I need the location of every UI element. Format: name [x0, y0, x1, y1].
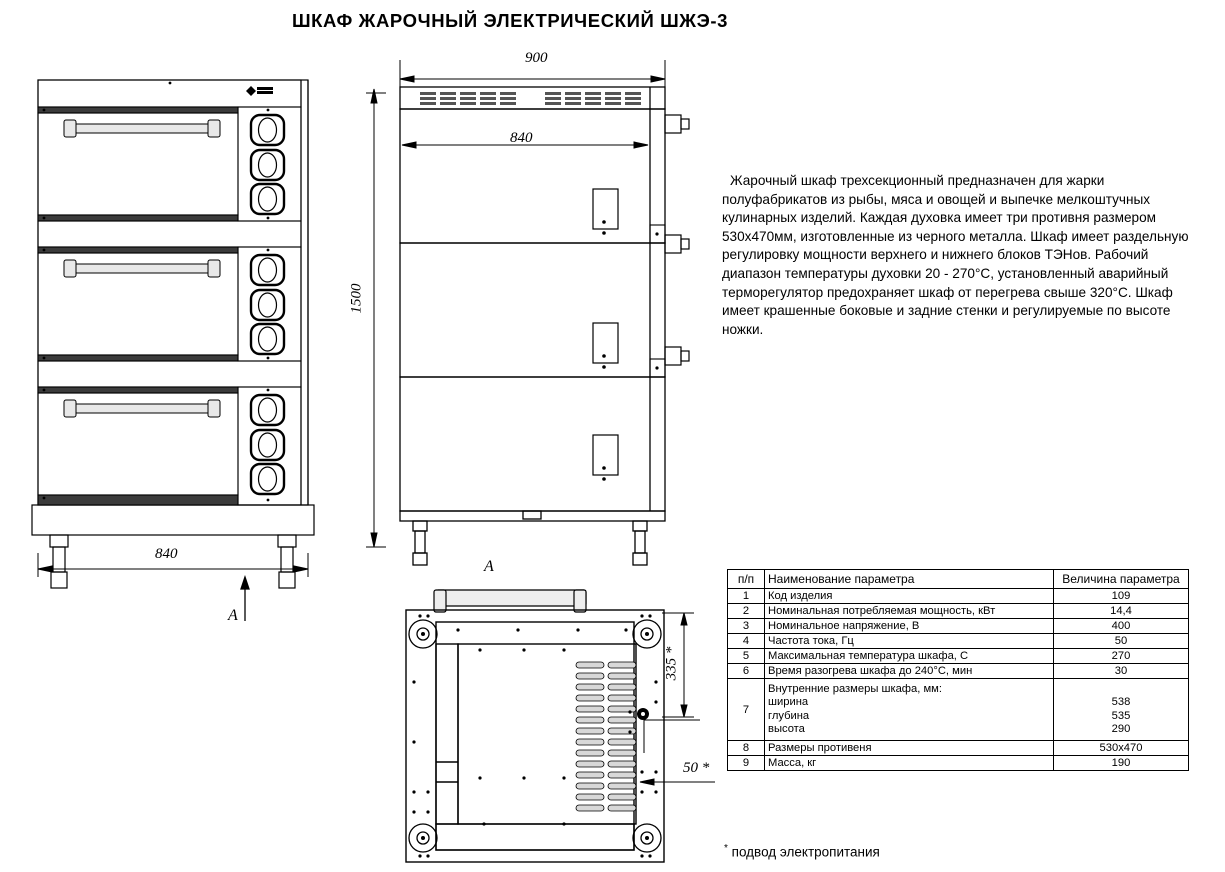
rear-bracket-group	[664, 114, 690, 366]
dim-label-840-front: 840	[510, 130, 533, 146]
table-row: 5 Максимальная температура шкафа, С 270	[727, 648, 1189, 664]
row-value: 538 535 290	[1053, 678, 1189, 741]
row-name: Код изделия	[764, 588, 1054, 604]
row-name: Внутренние размеры шкафа, мм: ширина глу…	[764, 678, 1054, 741]
dim-label-1500: 1500	[348, 283, 365, 314]
section-label-a-left: A	[228, 607, 238, 624]
power-entry-leader	[643, 719, 700, 753]
row-value: 530х470	[1053, 740, 1189, 756]
oven-door-handle-group	[63, 119, 221, 418]
row-num: 7	[727, 678, 765, 741]
row-name: Масса, кг	[764, 755, 1054, 771]
row-name: Частота тока, Гц	[764, 633, 1054, 649]
row-num: 1	[727, 588, 765, 604]
left-view-width-dim	[37, 553, 309, 577]
section-label-a-plan: A	[484, 558, 494, 575]
row-num: 6	[727, 663, 765, 679]
access-panel-group	[592, 188, 619, 476]
dim-label-50: 50 *	[683, 760, 710, 776]
dim-label-840-left: 840	[155, 546, 178, 562]
row-value: 14,4	[1053, 603, 1189, 619]
brand-logo-icon	[246, 86, 273, 96]
row-name: Максимальная температура шкафа, С	[764, 648, 1054, 664]
table-header-value: Величина параметра	[1053, 569, 1189, 589]
dim-900-line	[399, 60, 666, 88]
mounting-hole-group	[412, 614, 658, 858]
row-value: 270	[1053, 648, 1189, 664]
dim-label-335: 335 *	[663, 646, 680, 681]
footnote: * подвод электропитания	[724, 843, 880, 860]
dim-335-line	[662, 612, 694, 718]
row-value: 50	[1053, 633, 1189, 649]
table-row: 9 Масса, кг 190	[727, 755, 1189, 771]
dim-1500-line	[370, 88, 378, 548]
table-header-row: п/п Наименование параметра Величина пара…	[727, 569, 1189, 589]
row-num: 2	[727, 603, 765, 619]
row-value: 30	[1053, 663, 1189, 679]
row-num: 4	[727, 633, 765, 649]
row-name: Время разогрева шкафа до 240°C, мин	[764, 663, 1054, 679]
footnote-star: *	[724, 843, 728, 854]
plan-vent-slot-group	[575, 661, 637, 812]
page-title: ШКАФ ЖАРОЧНЫЙ ЭЛЕКТРИЧЕСКИЙ ШЖЭ-3	[291, 10, 729, 31]
table-row: 6 Время разогрева шкафа до 240°C, мин 30	[727, 663, 1189, 679]
row-name: Номинальная потребляемая мощность, кВт	[764, 603, 1054, 619]
footnote-text: подвод электропитания	[727, 844, 880, 860]
row-num: 9	[727, 755, 765, 771]
table-row: 1 Код изделия 109	[727, 588, 1189, 604]
row-name: Номинальное напряжение, В	[764, 618, 1054, 634]
power-entry-point	[637, 708, 649, 720]
dim-label-900: 900	[525, 50, 548, 66]
specification-table: п/п Наименование параметра Величина пара…	[727, 569, 1189, 771]
row-name: Размеры противеня	[764, 740, 1054, 756]
table-row-internal-dims: 7 Внутренние размеры шкафа, мм: ширина г…	[727, 678, 1189, 741]
row-value: 400	[1053, 618, 1189, 634]
table-row: 2 Номинальная потребляемая мощность, кВт…	[727, 603, 1189, 619]
plan-door-handle	[433, 589, 587, 613]
vent-slot-group	[420, 92, 641, 105]
control-knob-group	[249, 113, 286, 496]
row-num: 5	[727, 648, 765, 664]
table-header-num: п/п	[727, 569, 765, 589]
table-row: 4 Частота тока, Гц 50	[727, 633, 1189, 649]
plan-view-svg	[405, 589, 665, 863]
table-row: 8 Размеры противеня 530х470	[727, 740, 1189, 756]
table-row: 3 Номинальное напряжение, В 400	[727, 618, 1189, 634]
table-header-name: Наименование параметра	[764, 569, 1054, 589]
oven-front-svg	[31, 79, 315, 589]
row-num: 8	[727, 740, 765, 756]
row-value: 109	[1053, 588, 1189, 604]
row-num: 3	[727, 618, 765, 634]
product-description: Жарочный шкаф трехсекционный предназначе…	[722, 173, 1193, 337]
dim-50-line	[639, 778, 715, 786]
row-value: 190	[1053, 755, 1189, 771]
section-arrow-a-left	[240, 574, 250, 621]
corner-foot-group	[408, 619, 662, 853]
side-elevation-svg	[399, 86, 690, 566]
